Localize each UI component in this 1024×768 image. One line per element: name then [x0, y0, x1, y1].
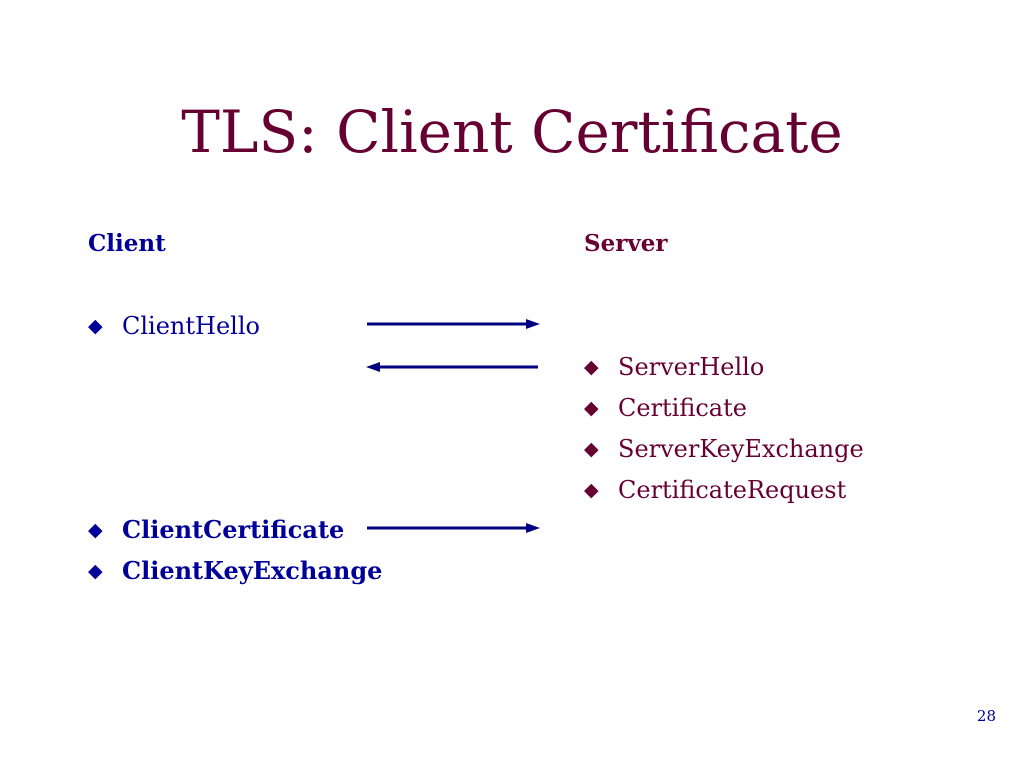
diamond-bullet-icon: ◆ [584, 479, 599, 501]
client-item-label: ClientHello [122, 312, 260, 340]
diamond-bullet-icon: ◆ [88, 560, 103, 582]
diamond-bullet-icon: ◆ [584, 397, 599, 419]
client-item-label: ClientKeyExchange [122, 556, 383, 585]
server-item-certificaterequest: ◆ CertificateRequest [584, 475, 846, 505]
client-item-clientcertificate: ◆ ClientCertificate [88, 515, 344, 545]
right-arrow-icon [367, 523, 540, 533]
left-arrow-icon [366, 362, 538, 372]
server-item-label: CertificateRequest [618, 476, 847, 504]
server-item-serverkeyexchange: ◆ ServerKeyExchange [584, 434, 864, 464]
diamond-bullet-icon: ◆ [88, 315, 103, 337]
slide-title: TLS: Client Certificate [181, 98, 843, 166]
server-item-certificate: ◆ Certificate [584, 393, 747, 423]
page-number: 28 [976, 707, 996, 725]
client-item-clienthello: ◆ ClientHello [88, 311, 260, 341]
right-arrow-icon [367, 319, 540, 329]
diamond-bullet-icon: ◆ [584, 438, 599, 460]
server-item-label: Certificate [618, 394, 747, 422]
server-item-label: ServerHello [618, 353, 765, 381]
server-item-serverhello: ◆ ServerHello [584, 352, 764, 382]
server-item-label: ServerKeyExchange [618, 435, 864, 463]
client-item-clientkeyexchange: ◆ ClientKeyExchange [88, 556, 382, 586]
server-heading: Server [584, 230, 668, 257]
client-item-label: ClientCertificate [122, 515, 345, 544]
diamond-bullet-icon: ◆ [584, 356, 599, 378]
diamond-bullet-icon: ◆ [88, 519, 103, 541]
client-heading: Client [88, 230, 166, 257]
